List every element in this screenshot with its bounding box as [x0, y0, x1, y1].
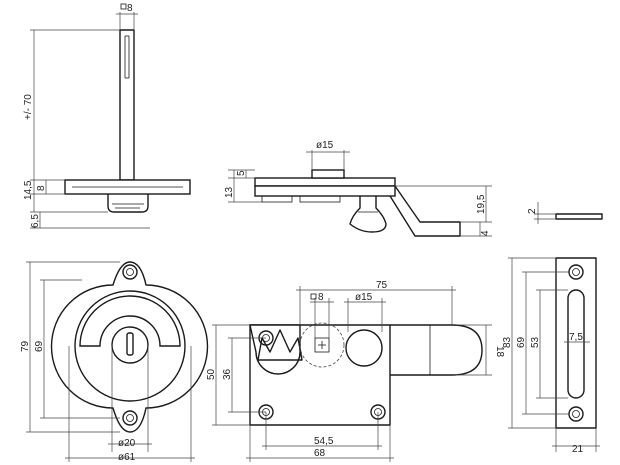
dim-keep-53: 53: [530, 336, 541, 348]
dim-bolt-18: 18: [494, 346, 505, 358]
dim-keep-69: 69: [516, 336, 527, 348]
bolt-knob: [349, 196, 387, 233]
keep-plate: [555, 257, 597, 429]
dim-body-50: 50: [206, 368, 217, 380]
spindle-side-view: 8 +/- 70 14,5 8 6,5: [23, 3, 191, 229]
dim-side-13: 13: [224, 186, 235, 198]
dim-spindle-length: +/- 70: [23, 94, 34, 120]
rose-screw-bottom: [122, 410, 138, 426]
keep-screw-bottom: [568, 406, 584, 422]
dim-body-width: 68: [314, 448, 326, 459]
rose-front-view: 79 69 ø20 ø61: [20, 261, 209, 463]
bolt-front-view: 75 8 ø15 18 50 36 54,5 68: [206, 280, 505, 462]
bolt-slide: [390, 324, 483, 376]
dim-plate-thickness: 2: [527, 208, 538, 214]
bolt-tongue: [389, 185, 461, 237]
dim-hole-spacing: 54,5: [314, 436, 334, 447]
dim-rose-69: 69: [34, 340, 45, 352]
bolt-top-plate: [254, 177, 396, 187]
dim-side-5: 5: [236, 170, 247, 176]
dim-keep-width: 21: [572, 444, 584, 455]
bolt-body-side: [254, 185, 396, 197]
dim-side-drop: 19,5: [476, 194, 487, 214]
dim-rose-diameter: ø61: [118, 452, 136, 463]
keep-plate-front-view: 83 69 53 7,5 21: [502, 257, 600, 455]
dim-turn-height: 6,5: [30, 214, 41, 228]
bolt-knob-top: [345, 329, 383, 367]
dim-spindle-square: 8: [127, 3, 133, 14]
dim-rose-slot: ø20: [118, 438, 136, 449]
keep-plate-edge: [555, 213, 603, 220]
keep-screw-top: [568, 264, 584, 280]
keep-plate-side-view: 2: [527, 202, 603, 224]
dim-knob-diameter: ø15: [316, 140, 334, 151]
dim-rose-total: 14,5: [23, 180, 34, 200]
bolt-side-view: ø15 13 5 19,5 4: [224, 140, 492, 237]
keep-slot: [567, 289, 585, 399]
dim-rose-thickness: 8: [36, 185, 47, 191]
rose-outline: [50, 261, 209, 433]
dim-keep-83: 83: [502, 336, 513, 348]
bolt-body-recess: [249, 324, 301, 375]
dim-bolt-knob: ø15: [355, 292, 373, 303]
knob-cap: [311, 169, 345, 179]
turn-knob: [107, 194, 149, 213]
turn-slot-bar: [126, 332, 134, 356]
dim-bolt-square: 8: [318, 292, 324, 303]
dim-body-36: 36: [222, 368, 233, 380]
dim-bolt-width: 75: [376, 280, 388, 291]
bolt-square-hole: [314, 337, 330, 353]
rose-screw-top: [122, 264, 138, 280]
dim-side-end: 4: [480, 230, 491, 236]
spindle: [119, 29, 135, 181]
rose-indicator-arc: [79, 295, 181, 347]
dim-rose-79: 79: [20, 340, 31, 352]
dim-keep-slot: 7,5: [569, 332, 583, 343]
